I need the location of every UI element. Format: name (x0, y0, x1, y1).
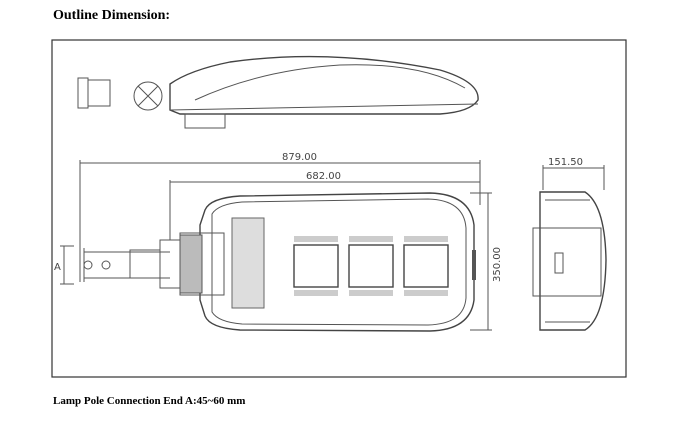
dimension-lines (60, 160, 605, 331)
height-label: 151.50 (548, 157, 583, 168)
overall-length-label: 879.00 (282, 152, 317, 163)
top-view (79, 192, 476, 332)
body-length-label: 682.00 (306, 171, 341, 182)
width-label: 350.00 (492, 247, 503, 282)
pole-diameter-label: A (54, 262, 61, 273)
pole-connection-note: Lamp Pole Connection End A:45~60 mm (53, 395, 246, 407)
end-view (532, 191, 607, 331)
section-heading: Outline Dimension: (53, 8, 171, 23)
drawing-frame (51, 39, 627, 378)
side-view (77, 55, 479, 129)
